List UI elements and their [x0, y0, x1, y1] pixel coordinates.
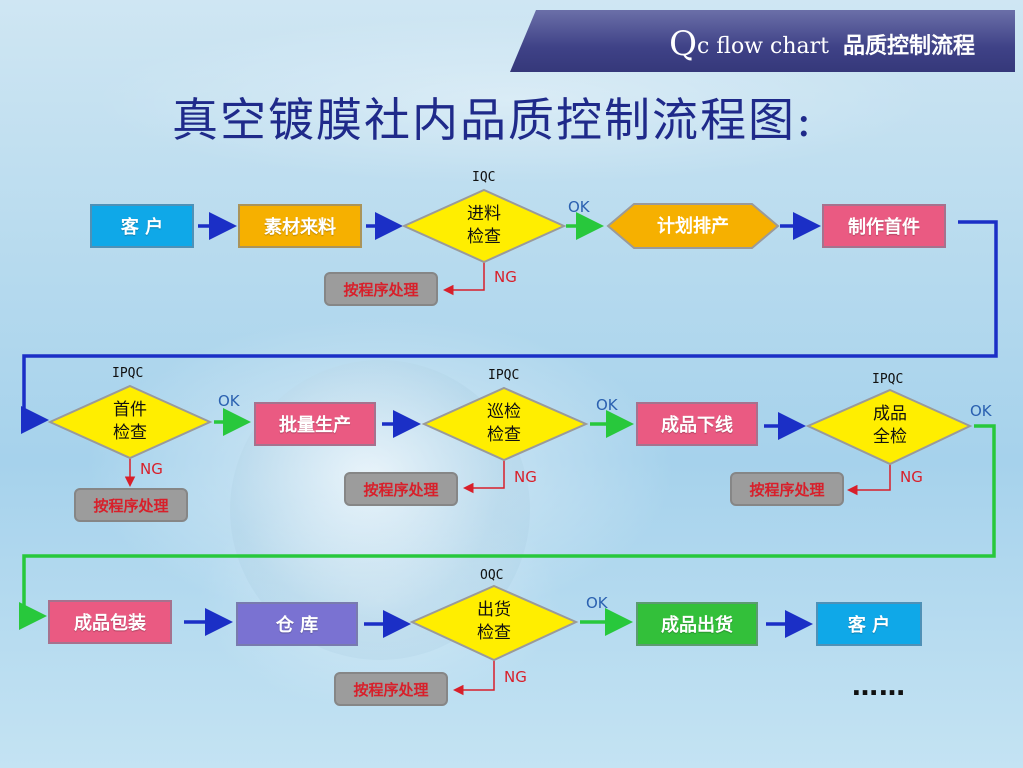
ok-label-shipment: OK: [586, 594, 608, 612]
ng-process-first-check: 按程序处理: [74, 488, 188, 522]
incoming-check-line1: 进料: [467, 204, 501, 224]
header-cn-title: 品质控制流程: [842, 34, 975, 59]
page-title: 真空镀膜社内品质控制流程图:: [172, 93, 814, 147]
shipment-check-line1: 出货: [477, 600, 511, 620]
full-check-line1: 成品: [873, 404, 907, 424]
diamond-incoming-check: [401, 188, 567, 264]
label-ipqc-first: IPQC: [112, 366, 144, 381]
ng-label-first-check: NG: [140, 460, 163, 478]
incoming-check-line2: 检查: [467, 227, 501, 247]
label-oqc: OQC: [480, 568, 504, 583]
ng-label-shipment: NG: [504, 668, 527, 686]
node-mass-production: 批量生产: [254, 402, 376, 446]
arrow-fullcheck-ng: [847, 464, 891, 496]
ng-label-full-check: NG: [900, 468, 923, 486]
header-banner: Qc flow chart 品质控制流程: [510, 10, 1015, 72]
node-full-check: 成品 全检: [850, 400, 930, 452]
node-finished-offline: 成品下线: [636, 402, 758, 446]
node-shipping: 成品出货: [636, 602, 758, 646]
patrol-check-line2: 检查: [487, 425, 521, 445]
diamond-patrol-check: [421, 386, 589, 462]
ng-label-patrol: NG: [514, 468, 537, 486]
continuation-ellipsis: ……: [852, 672, 906, 702]
ng-process-patrol: 按程序处理: [344, 472, 458, 506]
node-shipment-check: 出货 检查: [454, 596, 534, 648]
ok-label-patrol: OK: [596, 396, 618, 414]
first-check-line2: 检查: [113, 423, 147, 443]
ok-label-first-check: OK: [218, 392, 240, 410]
header-text: Qc flow chart 品质控制流程: [669, 24, 975, 64]
node-customer-start: 客 户: [90, 204, 194, 248]
arrow-row2-to-row3: [19, 424, 996, 630]
node-first-check: 首件 检查: [90, 396, 170, 448]
ok-label-full-check: OK: [970, 402, 992, 420]
header-q-letter: Q: [669, 24, 697, 64]
header-q-rest: c flow chart: [696, 34, 829, 59]
patrol-check-line1: 巡检: [487, 402, 521, 422]
arrow-row1-to-row2: [21, 220, 998, 434]
ng-process-incoming: 按程序处理: [324, 272, 438, 306]
node-incoming-check: 进料 检查: [444, 200, 524, 252]
diamond-full-check: [805, 388, 973, 466]
ng-label-incoming: NG: [494, 268, 517, 286]
diamond-plan: [606, 203, 780, 249]
node-material: 素材来料: [238, 204, 362, 248]
label-ipqc-patrol: IPQC: [488, 368, 520, 383]
ng-process-shipment: 按程序处理: [334, 672, 448, 706]
arrow-shipcheck-ng: [453, 660, 495, 696]
label-ipqc-full: IPQC: [872, 372, 904, 387]
arrow-patrol-ng: [463, 460, 505, 494]
arrow-incoming-ng: [443, 262, 485, 296]
first-check-line1: 首件: [113, 400, 147, 420]
node-patrol-check: 巡检 检查: [464, 398, 544, 450]
node-packing: 成品包装: [48, 600, 172, 644]
ok-label-incoming: OK: [568, 198, 590, 216]
diamond-shipment-check: [409, 584, 579, 662]
node-customer-end: 客 户: [816, 602, 922, 646]
full-check-line2: 全检: [873, 427, 907, 447]
diamond-first-check: [47, 384, 213, 460]
label-iqc: IQC: [472, 170, 496, 185]
node-plan: 计划排产: [620, 214, 766, 238]
shipment-check-line2: 检查: [477, 623, 511, 643]
plan-label: 计划排产: [657, 215, 729, 237]
node-first-piece: 制作首件: [822, 204, 946, 248]
node-warehouse: 仓 库: [236, 602, 358, 646]
ng-process-full-check: 按程序处理: [730, 472, 844, 506]
